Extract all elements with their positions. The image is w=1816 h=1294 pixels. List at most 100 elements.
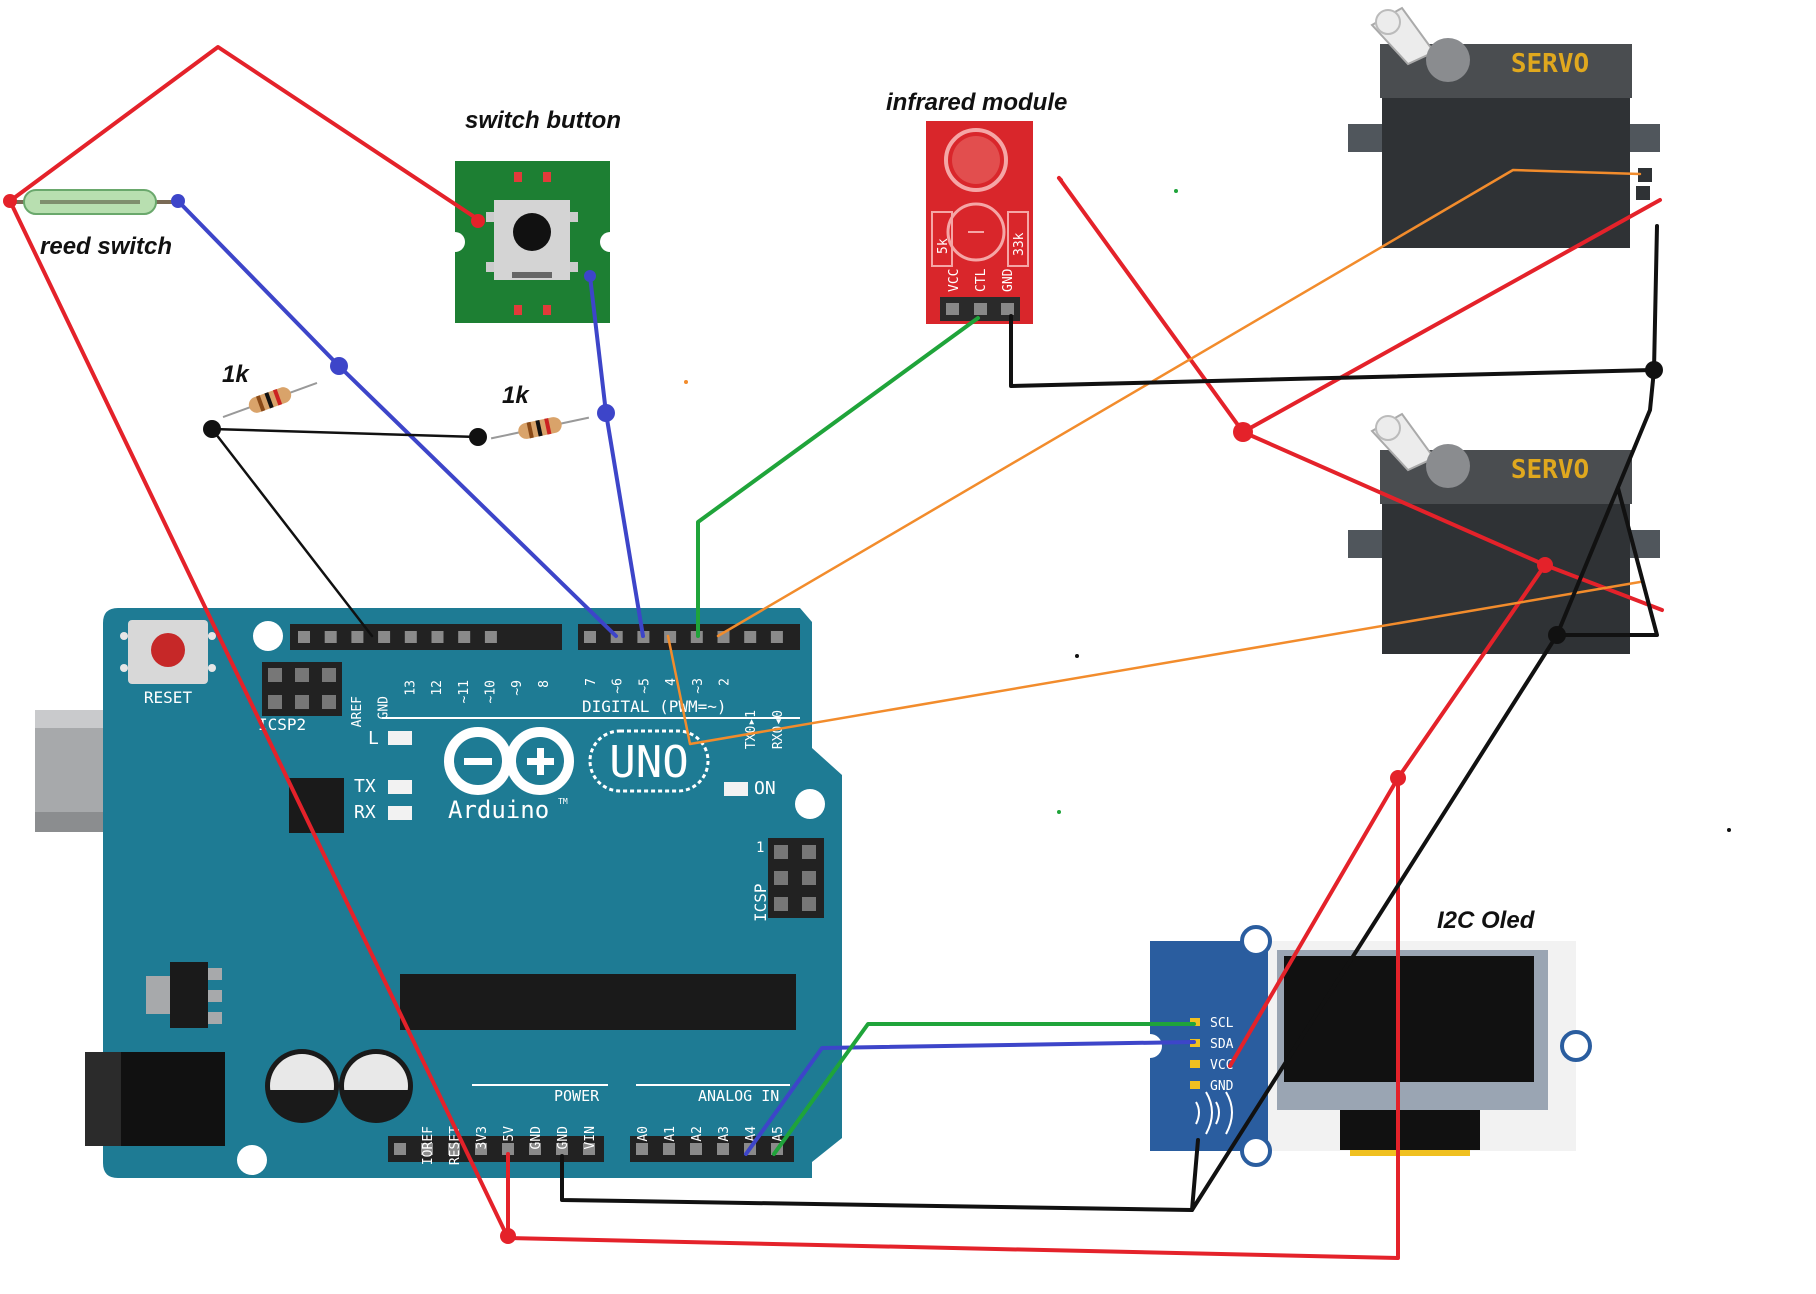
- header-pin[interactable]: [529, 1143, 541, 1155]
- pin-label: GND: [377, 696, 392, 720]
- pin-label: 3V3: [475, 1126, 490, 1149]
- wire-blue-button-to-d5: [588, 274, 645, 638]
- capacitor: [339, 1049, 413, 1123]
- pin-label: AREF: [350, 696, 365, 727]
- header-pin[interactable]: [404, 631, 417, 643]
- led-rx: [388, 806, 412, 820]
- mount-hole: [795, 789, 825, 819]
- header-pin[interactable]: [556, 1143, 568, 1155]
- pin-label: GND: [556, 1126, 571, 1150]
- header-pin[interactable]: [690, 1143, 702, 1155]
- wire-black-servo-bottom: [1555, 486, 1659, 637]
- analog-label: ANALOG IN: [698, 1087, 779, 1105]
- ir-pin-label: CTL: [974, 268, 989, 292]
- wire-blue-oled-sda: [744, 1040, 1196, 1156]
- header-pin[interactable]: [664, 631, 677, 643]
- oled-pin-pad[interactable]: [1190, 1081, 1200, 1089]
- i2c-oled-label: I2C Oled: [1437, 907, 1536, 934]
- header-pin[interactable]: [636, 1143, 648, 1155]
- ir-pin-labels: VCC CTL GND: [947, 268, 1016, 292]
- atmega-chip: [400, 974, 796, 1030]
- wire-black-resistor-bridge: [210, 427, 480, 439]
- header-pin[interactable]: [378, 631, 391, 643]
- pin-label: GND: [529, 1126, 544, 1150]
- power-label: POWER: [554, 1087, 600, 1105]
- pin-label: 2: [718, 678, 733, 686]
- led-l-label: L: [368, 728, 379, 749]
- header-pin[interactable]: [744, 631, 757, 643]
- wire-red-reed-to-button: [8, 45, 484, 224]
- wire-green-ir-to-d3: [696, 316, 980, 638]
- header-pin[interactable]: [484, 631, 497, 643]
- header-pin[interactable]: [717, 1143, 729, 1155]
- led-l: [388, 731, 412, 745]
- led-tx-label: TX: [354, 776, 376, 797]
- led-on: [724, 782, 748, 796]
- pin-label: IOREF: [421, 1126, 436, 1165]
- pin-label: A0: [636, 1126, 651, 1142]
- ir-pin-label: GND: [1001, 268, 1016, 292]
- header-pin[interactable]: [298, 631, 310, 643]
- oled-pin-pad[interactable]: [1190, 1018, 1200, 1026]
- header-pin[interactable]: [475, 1143, 487, 1155]
- wire-red-ir-stub: [1057, 176, 1063, 182]
- wire-black-gnd-bus: [560, 368, 1656, 1212]
- pin-label: ~11: [457, 680, 472, 703]
- pin-label: VIN: [583, 1126, 598, 1149]
- reed-switch: [8, 189, 182, 215]
- push-button-cap[interactable]: [513, 213, 551, 251]
- header-pin[interactable]: [770, 631, 783, 643]
- resistor-1-label: 1k: [222, 361, 250, 388]
- header-pin[interactable]: [584, 631, 596, 643]
- header-pin[interactable]: [324, 631, 337, 643]
- digital-pin-row-left: [298, 631, 497, 643]
- header-pin[interactable]: [502, 1143, 514, 1155]
- oled-pin-label: VCC: [1210, 1058, 1233, 1073]
- header-pin[interactable]: [448, 1143, 460, 1155]
- wire-black-oled-gnd: [1190, 1138, 1200, 1212]
- switch-button-module: [445, 161, 620, 323]
- header-pin[interactable]: [421, 1143, 433, 1155]
- analog-header: [630, 1136, 794, 1162]
- uno-label: UNO: [609, 737, 688, 788]
- infrared-module-label: infrared module: [886, 89, 1067, 116]
- ir-res-right: 33k: [1012, 232, 1027, 256]
- header-pin[interactable]: [458, 631, 471, 643]
- wire-red-reed-to-5v: [8, 199, 510, 1240]
- pin-label: ~10: [484, 680, 499, 703]
- wire-black-ir-gnd: [1009, 224, 1659, 388]
- resistor-2: [490, 416, 590, 440]
- mount-hole: [253, 621, 283, 651]
- arduino-name: Arduino: [448, 796, 549, 824]
- usb-chip: [289, 778, 344, 833]
- pin-label: A5: [771, 1126, 786, 1142]
- icsp-one: 1: [756, 840, 764, 856]
- power-pin-row: [394, 1143, 595, 1155]
- oled-pin-pad[interactable]: [1190, 1060, 1200, 1068]
- pin-label: ~3: [691, 678, 706, 694]
- arduino-logo: [444, 727, 574, 795]
- pin-label: ~9: [510, 680, 525, 696]
- ir-pin-label: VCC: [947, 269, 962, 292]
- header-pin[interactable]: [394, 1143, 406, 1155]
- header-pin[interactable]: [663, 1143, 675, 1155]
- uno-badge: [588, 729, 710, 793]
- oled-pin-label: SCL: [1210, 1016, 1234, 1031]
- pin-label: A3: [717, 1126, 732, 1142]
- digital-label: DIGITAL (PWM=~): [582, 697, 727, 716]
- pin-label: A1: [663, 1126, 678, 1142]
- pin-label: 4: [664, 678, 679, 686]
- switch-button-label: switch button: [465, 107, 621, 134]
- header-pin[interactable]: [351, 631, 364, 643]
- header-pin[interactable]: [583, 1143, 595, 1155]
- wire-green-oled-scl: [772, 1022, 1196, 1156]
- servo-bottom-brand: SERVO: [1511, 455, 1589, 485]
- wire-red-5v-bus: [506, 776, 1400, 1260]
- header-pin[interactable]: [431, 631, 444, 643]
